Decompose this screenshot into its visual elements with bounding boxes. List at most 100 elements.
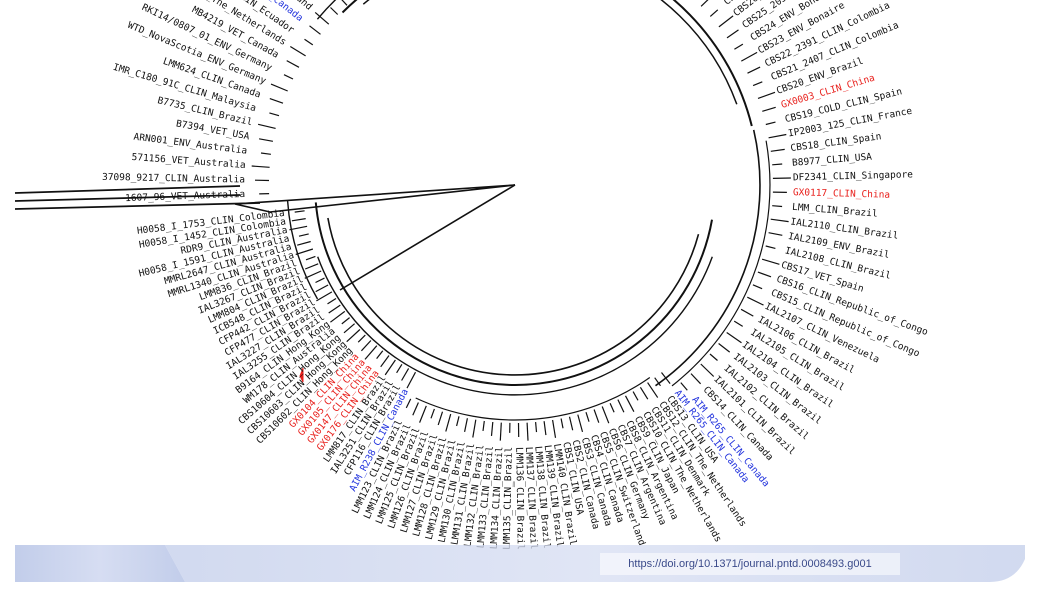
leaf-branch bbox=[765, 121, 776, 126]
leaf-branch bbox=[770, 218, 789, 223]
leaf-label: B8977_CLIN_USA bbox=[792, 152, 873, 169]
leaf-branch bbox=[297, 240, 311, 246]
leaf-branch bbox=[757, 271, 772, 278]
leaf-branch bbox=[601, 406, 610, 424]
main-arc bbox=[327, 217, 700, 376]
leaf-branch bbox=[768, 133, 787, 139]
leaf-branch bbox=[560, 418, 564, 429]
leaf-branch bbox=[680, 382, 688, 391]
leaf-branch bbox=[364, 345, 378, 360]
main-arc bbox=[314, 202, 713, 386]
leaf-branch bbox=[405, 398, 412, 409]
leaf-branch bbox=[709, 9, 719, 17]
leaf-branch bbox=[330, 7, 339, 15]
leaf-branch bbox=[747, 296, 764, 306]
leaf-branch bbox=[309, 25, 321, 35]
leaf-branch bbox=[304, 270, 322, 279]
leaf-label: LMM137_CLIN_Brazil bbox=[523, 446, 539, 549]
leaf-branch bbox=[632, 391, 639, 401]
leaf-branch bbox=[316, 291, 333, 302]
leaf-branch bbox=[482, 420, 485, 431]
leaf-branch bbox=[305, 255, 316, 261]
leaf-branch bbox=[328, 304, 341, 314]
leaf-branch bbox=[341, 317, 350, 325]
leaf-branch bbox=[700, 363, 715, 377]
doi-link[interactable]: https://doi.org/10.1371/journal.pntd.000… bbox=[600, 553, 900, 575]
leaf-label: 571156_VET_Australia bbox=[131, 152, 246, 171]
leaf-branch bbox=[733, 320, 744, 327]
right-clade-arc bbox=[655, 129, 761, 387]
leaf-branch bbox=[286, 60, 300, 68]
tree-leaf-labels: 1607_96_VET_Australia37098_9217_CLIN_Aus… bbox=[102, 0, 930, 550]
leaf-branch bbox=[251, 165, 270, 168]
leaf-branch bbox=[298, 233, 309, 237]
leaf-branch bbox=[726, 332, 742, 344]
leaf-branch bbox=[406, 371, 417, 389]
leaf-branch bbox=[260, 152, 271, 155]
leaf-branch bbox=[257, 123, 276, 129]
leaf-branch bbox=[770, 148, 785, 152]
leaf-branch bbox=[690, 373, 702, 385]
leaf-branch bbox=[762, 106, 776, 112]
leaf-branch bbox=[593, 409, 600, 423]
leaf-branch bbox=[289, 225, 308, 231]
leaf-label: LMM135_CLIN_Brazil bbox=[502, 447, 515, 550]
leaf-branch bbox=[639, 386, 649, 400]
leaf-branch bbox=[376, 350, 384, 359]
leaf-branch bbox=[718, 343, 731, 353]
collapsed-clade-wedge bbox=[234, 184, 516, 213]
leaf-branch bbox=[295, 248, 314, 256]
main-arc bbox=[317, 256, 713, 396]
leaf-branch bbox=[526, 422, 529, 441]
outgroup-branch bbox=[14, 194, 241, 202]
leaf-branch bbox=[380, 355, 390, 368]
leaf-branch bbox=[535, 422, 538, 433]
leaf-branch bbox=[327, 297, 337, 305]
leaf-branch bbox=[490, 421, 494, 436]
leaf-branch bbox=[437, 411, 444, 426]
china-clade-marker bbox=[299, 367, 304, 383]
leaf-label: DF2341_CLIN_Singapore bbox=[793, 169, 914, 183]
leaf-branch bbox=[741, 51, 758, 62]
leaf-branch bbox=[304, 263, 319, 270]
leaf-branch bbox=[472, 419, 477, 438]
leaf-branch bbox=[283, 74, 294, 80]
leaf-branch bbox=[304, 38, 314, 46]
outgroup-branch bbox=[14, 202, 261, 210]
leaf-branch bbox=[294, 210, 305, 213]
leaf-branch bbox=[330, 310, 346, 323]
leaf-branch bbox=[269, 98, 284, 104]
leaf-branch bbox=[430, 408, 435, 419]
leaf-branch bbox=[734, 43, 744, 50]
leaf-branch bbox=[709, 353, 718, 361]
leaf-branch bbox=[718, 15, 734, 28]
leaf-branch bbox=[752, 284, 763, 290]
leaf-branch bbox=[341, 0, 348, 6]
bottom-clade-arc bbox=[415, 377, 651, 421]
leaf-branch bbox=[384, 359, 396, 376]
leaf-branch bbox=[768, 232, 783, 236]
leaf-branch bbox=[314, 11, 330, 25]
leaf-branch bbox=[258, 138, 274, 142]
leaf-branch bbox=[357, 334, 366, 343]
leaf-branch bbox=[464, 418, 468, 433]
leaf-branch bbox=[456, 416, 460, 427]
leaf-branch bbox=[772, 205, 783, 208]
leaf-branch bbox=[654, 377, 661, 387]
leaf-branch bbox=[291, 218, 306, 222]
leaf-branch bbox=[700, 0, 709, 7]
leaf-branch bbox=[609, 402, 615, 413]
outgroup-branch bbox=[14, 185, 241, 194]
left-clade-arc bbox=[286, 200, 319, 300]
tree-branches bbox=[14, 0, 791, 441]
leaf-branch bbox=[552, 419, 557, 438]
leaf-branch bbox=[568, 416, 574, 431]
main-arc bbox=[362, 0, 738, 105]
root-branch bbox=[339, 184, 516, 291]
leaf-branch bbox=[412, 402, 419, 416]
right-clade-arc bbox=[671, 140, 771, 387]
leaf-branch bbox=[346, 329, 361, 343]
leaf-branch bbox=[761, 258, 780, 265]
leaf-branch bbox=[543, 421, 547, 436]
leaf-branch bbox=[419, 405, 427, 423]
